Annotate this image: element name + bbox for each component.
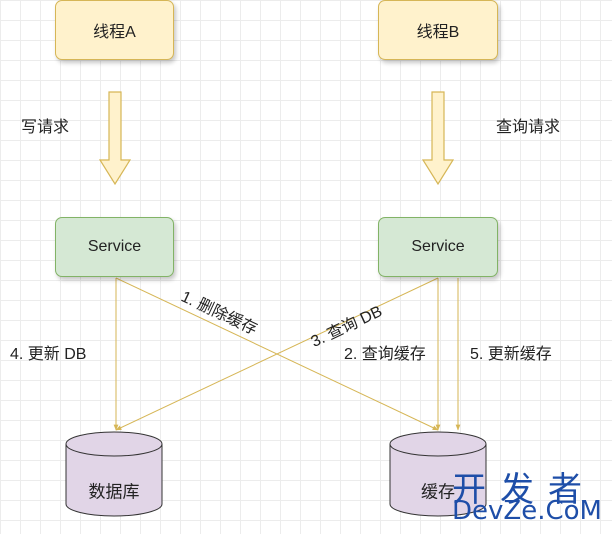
cache-cylinder [389,431,487,517]
thread-b-label: 线程B [416,24,460,41]
block-arrow-left [98,91,132,186]
thread-b-box: 线程B [378,0,498,60]
watermark-cn: 开发者 [452,470,596,510]
watermark-en: DevZe.CoM [452,496,602,526]
database-cylinder [65,431,163,517]
service-left-box: Service [55,217,174,277]
thread-a-label: 线程A [93,24,136,41]
service-right-label: Service [411,238,465,255]
write-request-label: 写请求 [21,119,70,136]
thread-a-box: 线程A [55,0,174,60]
cache-label: 缓存 [421,482,455,502]
service-left-label: Service [87,238,142,255]
edge-query-db [115,277,439,431]
query-request-label: 查询请求 [496,119,561,136]
step4-update-db-label: 4. 更新 DB [10,346,87,363]
block-arrow-right [421,91,455,186]
database-label: 数据库 [88,482,140,502]
step2-query-cache-label: 2. 查询缓存 [344,346,426,363]
step5-update-cache-label: 5. 更新缓存 [470,346,552,363]
service-right-box: Service [378,217,498,277]
